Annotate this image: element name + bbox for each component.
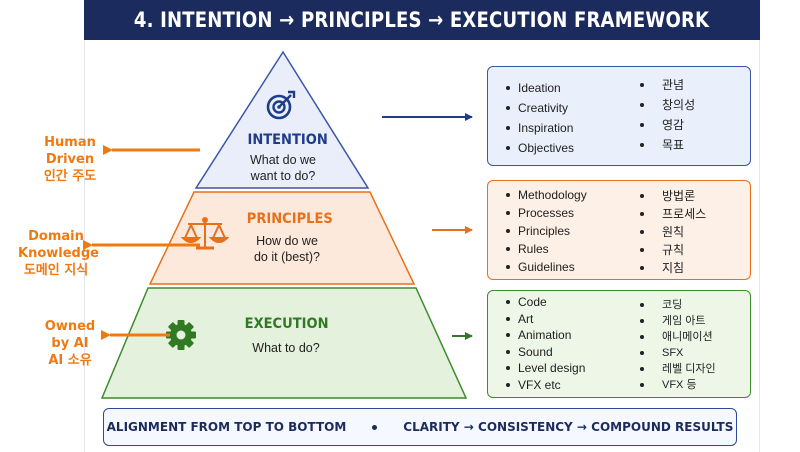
list-item: Objectives: [506, 138, 574, 158]
list-item: 코딩: [640, 297, 716, 313]
side-label-execution: Owned by AI AI 소유: [34, 318, 106, 369]
side-label-line: 도메인 지식: [23, 263, 89, 278]
list-item: Code: [506, 294, 585, 311]
list-item: SFX: [640, 345, 716, 361]
question-line: What to do?: [252, 341, 320, 355]
side-label-line: 인간 주도: [43, 169, 97, 184]
intention-title: INTENTION: [247, 132, 328, 148]
list-item: 방법론: [640, 187, 706, 205]
footer-left-text: ALIGNMENT FROM TOP TO BOTTOM: [106, 420, 347, 434]
question-line: What do we: [249, 153, 316, 167]
list-item: Ideation: [506, 78, 574, 98]
intention-items-box: Ideation Creativity Inspiration Objectiv…: [487, 66, 751, 166]
execution-items-box: Code Art Animation Sound Level design VF…: [487, 290, 751, 398]
intention-items-ko: 관념 창의성 영감 목표: [640, 75, 695, 155]
list-item: Level design: [506, 360, 585, 377]
title-banner: 4. INTENTION → PRINCIPLES → EXECUTION FR…: [84, 0, 760, 40]
principles-tier: [148, 191, 416, 285]
intention-items-en: Ideation Creativity Inspiration Objectiv…: [506, 78, 574, 158]
side-label-line: Knowledge: [18, 246, 99, 261]
side-label-line: by AI: [51, 336, 89, 351]
intention-tier: [194, 50, 370, 189]
question-line: want to do?: [250, 169, 316, 183]
list-item: 창의성: [640, 95, 695, 115]
side-label-line: Domain: [28, 229, 84, 244]
list-item: Guidelines: [506, 258, 587, 276]
list-item: 프로세스: [640, 205, 706, 223]
list-item: 관념: [640, 75, 695, 95]
list-item: Methodology: [506, 186, 587, 204]
side-label-line: Driven: [45, 152, 95, 167]
side-label-line: Owned: [44, 319, 96, 334]
list-item: VFX etc: [506, 377, 585, 394]
list-item: Inspiration: [506, 118, 574, 138]
list-item: Principles: [506, 222, 587, 240]
balance-scale-icon: [180, 217, 230, 250]
principles-items-ko: 방법론 프로세스 원칙 규칙 지침: [640, 187, 706, 277]
footer-right-text: CLARITY → CONSISTENCY → COMPOUND RESULTS: [403, 420, 734, 434]
separator-dot: [372, 424, 378, 430]
side-label-line: Human: [44, 135, 96, 150]
list-item: Art: [506, 311, 585, 328]
list-item: 게임 아트: [640, 313, 716, 329]
target-icon: [266, 90, 296, 120]
footer-bar: ALIGNMENT FROM TOP TO BOTTOM CLARITY → C…: [103, 408, 737, 446]
principles-title: PRINCIPLES: [246, 211, 333, 227]
side-label-line: AI 소유: [48, 353, 92, 368]
question-line: do it (best)?: [253, 250, 320, 264]
side-label-intention: Human Driven 인간 주도: [34, 134, 106, 185]
list-item: 규칙: [640, 241, 706, 259]
principles-items-box: Methodology Processes Principles Rules G…: [487, 180, 751, 280]
list-item: 애니메이션: [640, 329, 716, 345]
execution-question: What to do?: [228, 340, 344, 356]
list-item: Sound: [506, 344, 585, 361]
list-item: 영감: [640, 115, 695, 135]
execution-items-ko: 코딩 게임 아트 애니메이션 SFX 레벨 디자인 VFX 등: [640, 297, 716, 393]
gear-icon: [166, 320, 196, 350]
list-item: VFX 등: [640, 377, 716, 393]
list-item: 원칙: [640, 223, 706, 241]
list-item: Rules: [506, 240, 587, 258]
principles-items-en: Methodology Processes Principles Rules G…: [506, 186, 587, 276]
list-item: 지침: [640, 259, 706, 277]
list-item: 레벨 디자인: [640, 361, 716, 377]
principles-question: How do we do it (best)?: [232, 233, 342, 265]
list-item: Creativity: [506, 98, 574, 118]
intention-question: What do we want to do?: [228, 152, 338, 184]
side-label-principles: Domain Knowledge 도메인 지식: [18, 228, 99, 279]
execution-tier: [100, 287, 468, 399]
page-title: 4. INTENTION → PRINCIPLES → EXECUTION FR…: [134, 8, 710, 32]
question-line: How do we: [256, 234, 318, 248]
execution-items-en: Code Art Animation Sound Level design VF…: [506, 294, 585, 393]
execution-title: EXECUTION: [244, 316, 329, 332]
list-item: Animation: [506, 327, 585, 344]
list-item: 목표: [640, 135, 695, 155]
list-item: Processes: [506, 204, 587, 222]
